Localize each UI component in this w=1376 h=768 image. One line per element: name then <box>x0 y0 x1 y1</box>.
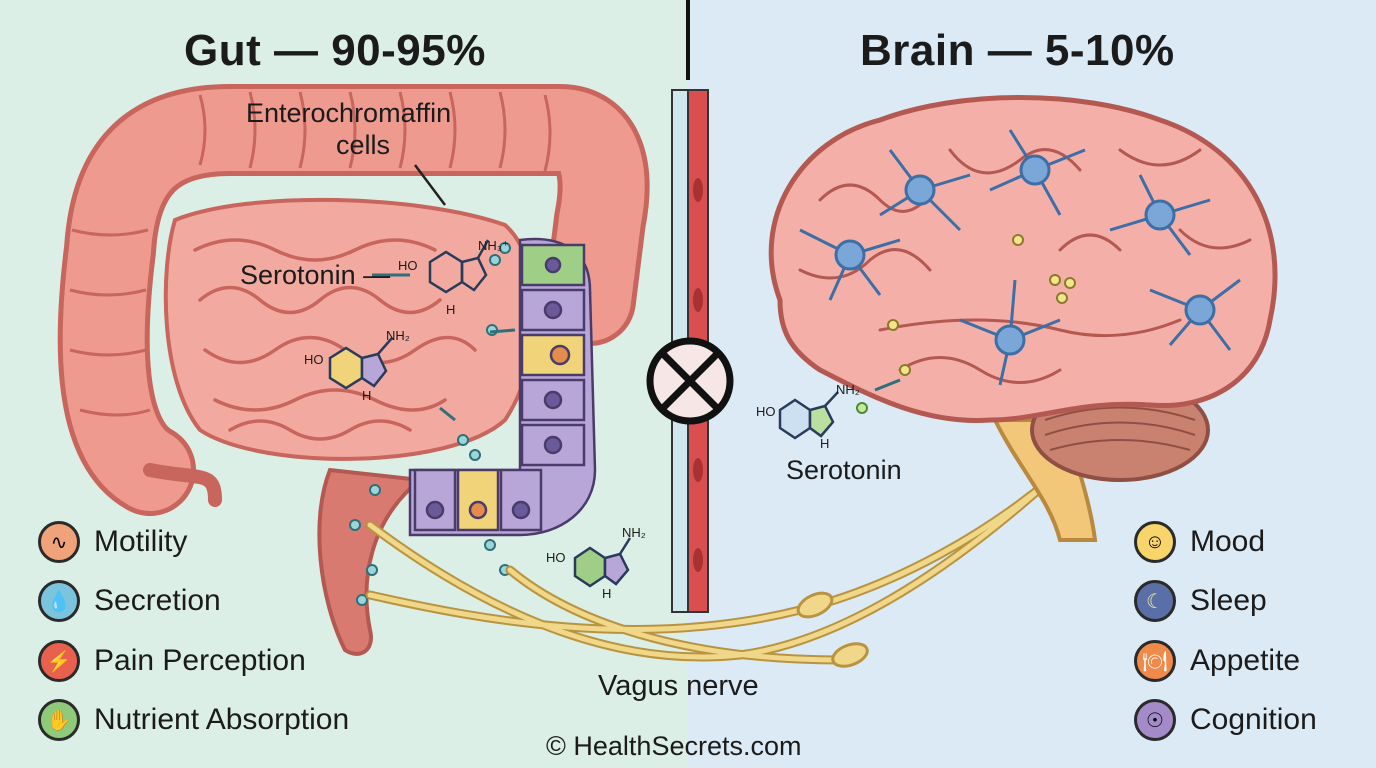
brain-function-mood: ☺ Mood <box>1134 519 1265 565</box>
brain-title: Brain — 5-10% <box>860 26 1175 75</box>
chem-nh2-brain: NH₂ <box>836 382 860 397</box>
neuron-4 <box>1109 174 1211 256</box>
serotonin-granules-brain <box>887 234 1076 376</box>
appetite-label: Appetite <box>1190 644 1301 677</box>
moon-icon: ☾ <box>1134 580 1176 622</box>
enterochromaffin-label: Enterochromaffin <box>246 98 452 128</box>
head-brain-icon: ☉ <box>1134 699 1176 741</box>
sleep-label: Sleep <box>1190 584 1267 617</box>
plate-icon: 🍽 <box>1134 640 1176 682</box>
chem-nh2-gut-3: NH₂ <box>622 525 646 540</box>
mood-label: Mood <box>1190 525 1266 558</box>
chem-nh3-gut-1: NH₃⁺ <box>478 238 509 253</box>
lightning-icon: ⚡ <box>38 640 80 682</box>
serotonin-molecule-gut-3 <box>573 537 632 588</box>
gut-function-secretion: 💧 Secretion <box>38 578 221 624</box>
gut-function-pain: ⚡ Pain Perception <box>38 638 306 684</box>
pain-perception-label: Pain Perception <box>94 644 306 677</box>
neuron-3 <box>989 129 1086 216</box>
gut-title: Gut — 90-95% <box>184 26 486 75</box>
neuron-2 <box>879 149 971 232</box>
neurons <box>799 129 1241 386</box>
chem-nh2-gut-2: NH₂ <box>386 328 410 343</box>
chem-ho-gut-1: HO <box>398 258 418 273</box>
droplet-icon: 💧 <box>38 580 80 622</box>
neuron-5 <box>959 279 1061 386</box>
blocked-symbol <box>646 337 734 425</box>
chem-ho-brain: HO <box>756 404 776 419</box>
intestine-icon: ∿ <box>38 521 80 563</box>
neuron-1 <box>799 228 901 301</box>
nutrient-absorption-label: Nutrient Absorption <box>94 703 350 736</box>
gut-function-absorption: ✋ Nutrient Absorption <box>38 697 349 743</box>
vagus-nerve-fill <box>367 477 1053 663</box>
serotonin-molecule-brain <box>778 391 839 440</box>
chem-ho-gut-2: HO <box>304 352 324 367</box>
brain-function-appetite: 🍽 Appetite <box>1134 638 1300 684</box>
chem-ho-gut-3: HO <box>546 550 566 565</box>
serotonin-granules-free <box>856 402 868 414</box>
serotonin-gut-label: Serotonin — <box>240 260 391 290</box>
serotonin-molecule-gut-2 <box>328 337 393 390</box>
chem-h-gut-3: H <box>602 586 612 601</box>
serotonin-brain-label: Serotonin <box>786 455 902 485</box>
vagus-nerve-label: Vagus nerve <box>598 670 759 702</box>
large-intestine <box>57 84 650 516</box>
gut-function-motility: ∿ Motility <box>38 519 187 565</box>
chem-h-gut-1: H <box>446 302 456 317</box>
chem-h-gut-2: H <box>362 388 372 403</box>
motility-label: Motility <box>94 525 188 558</box>
smiley-icon: ☺ <box>1134 521 1176 563</box>
cells-label: cells <box>336 130 391 160</box>
hand-drop-icon: ✋ <box>38 699 80 741</box>
epithelium-cells <box>408 237 597 537</box>
arrows <box>372 273 901 422</box>
cognition-label: Cognition <box>1190 703 1317 736</box>
brain-function-sleep: ☾ Sleep <box>1134 578 1267 624</box>
neuron-6 <box>1149 278 1241 351</box>
brain-function-cognition: ☉ Cognition <box>1134 697 1317 743</box>
serotonin-molecule-gut-1 <box>428 239 490 294</box>
brain-cerebrum <box>768 95 1278 423</box>
enterochromaffin-pointer <box>414 164 446 206</box>
serotonin-granules-gut <box>349 242 511 606</box>
chem-h-brain: H <box>820 436 830 451</box>
secretion-label: Secretion <box>94 584 221 617</box>
copyright-label: © HealthSecrets.com <box>546 731 802 761</box>
